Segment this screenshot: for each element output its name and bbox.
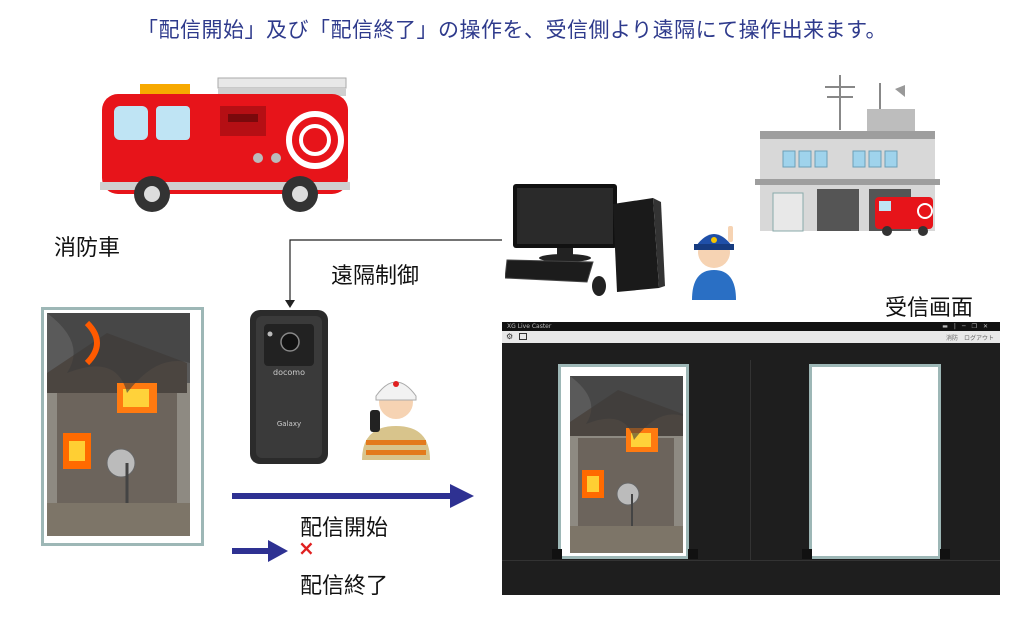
remote-control-connector [282,232,504,312]
feed-2-corner-left [802,549,812,559]
logout-link[interactable]: ログアウト [963,335,994,342]
receiving-screen-label: 受信画面 [885,296,974,321]
minimize-tray-icon[interactable]: ▬ [942,323,954,330]
receiver-app-toolbar: ⚙ 消防 ログアウト [502,331,1000,343]
phone-brand-label: docomo [273,368,305,377]
feed-2-corner-right [940,549,950,559]
receiver-video-feed-1[interactable] [558,364,689,559]
x-mark: × [298,536,315,560]
gear-icon[interactable]: ⚙ [506,332,514,341]
toolbar-user-area: 消防 ログアウト [946,333,994,342]
window-controls: ▬|─❐✕ [942,322,994,331]
receiver-app-titlebar: XG Live Caster ▬|─❐✕ [502,322,1000,331]
phone-model-label: Galaxy [276,420,302,428]
panel-bottom-divider [502,560,1000,561]
building-fire-image [47,313,190,536]
firefighter-illustration [356,366,436,460]
desktop-computer-illustration [505,182,665,300]
receiver-video-feed-2[interactable] [809,364,941,559]
close-icon[interactable]: ✕ [982,323,994,330]
fire-truck-illustration [100,70,350,215]
panel-divider [750,360,751,560]
fire-truck-label: 消防車 [54,236,121,261]
receiver-app-window: XG Live Caster ▬|─❐✕ ⚙ 消防 ログアウト [502,322,1000,595]
smartphone-illustration [248,308,330,466]
separator-icon: | [953,323,962,330]
end-streaming-label: 配信終了 [300,574,389,599]
fire-station-illustration [755,75,940,240]
operator-illustration [684,218,744,300]
start-streaming-arrow [232,484,474,508]
minimize-icon[interactable]: ─ [961,323,972,330]
monitor-icon[interactable] [519,333,527,340]
remote-control-label: 遠隔制御 [331,264,420,289]
start-streaming-label: 配信開始 [300,516,389,541]
end-streaming-arrow [232,540,288,562]
fire-photo-frame [41,307,204,546]
maximize-icon[interactable]: ❐ [971,323,983,330]
feed-1-corner-right [688,549,698,559]
diagram-title: 「配信開始」及び「配信終了」の操作を、受信側より遠隔にて操作出来ます。 [137,18,887,42]
toolbar-user: 消防 [946,335,959,342]
receiver-app-title: XG Live Caster [507,323,552,330]
feed-1-corner-left [552,549,562,559]
received-fire-image [570,376,683,553]
